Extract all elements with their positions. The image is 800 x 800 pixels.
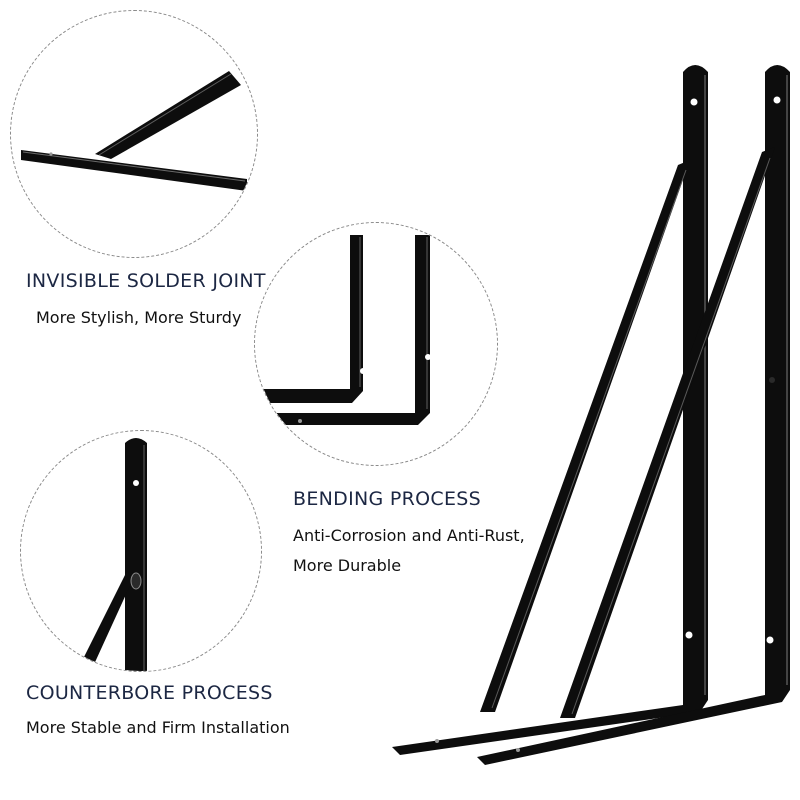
detail-circle-counterbore — [20, 430, 262, 672]
detail-circle-solder-joint — [10, 10, 258, 258]
feature-subtitle-bending-line2: More Durable — [293, 556, 402, 575]
feature-title-counterbore: COUNTERBORE PROCESS — [26, 682, 273, 704]
shelf-bracket-front — [477, 65, 790, 765]
bending-closeup — [255, 235, 431, 425]
solder-joint-closeup — [21, 71, 247, 191]
shelf-bracket-back — [392, 65, 708, 755]
counterbore-closeup — [77, 438, 147, 671]
feature-subtitle-solder-joint: More Stylish, More Sturdy — [36, 308, 242, 327]
detail-circle-bending — [254, 222, 498, 466]
feature-subtitle-bending-line1: Anti-Corrosion and Anti-Rust, — [293, 526, 525, 545]
feature-title-solder-joint: INVISIBLE SOLDER JOINT — [26, 270, 266, 292]
feature-subtitle-counterbore: More Stable and Firm Installation — [26, 718, 290, 737]
feature-title-bending: BENDING PROCESS — [293, 488, 481, 510]
